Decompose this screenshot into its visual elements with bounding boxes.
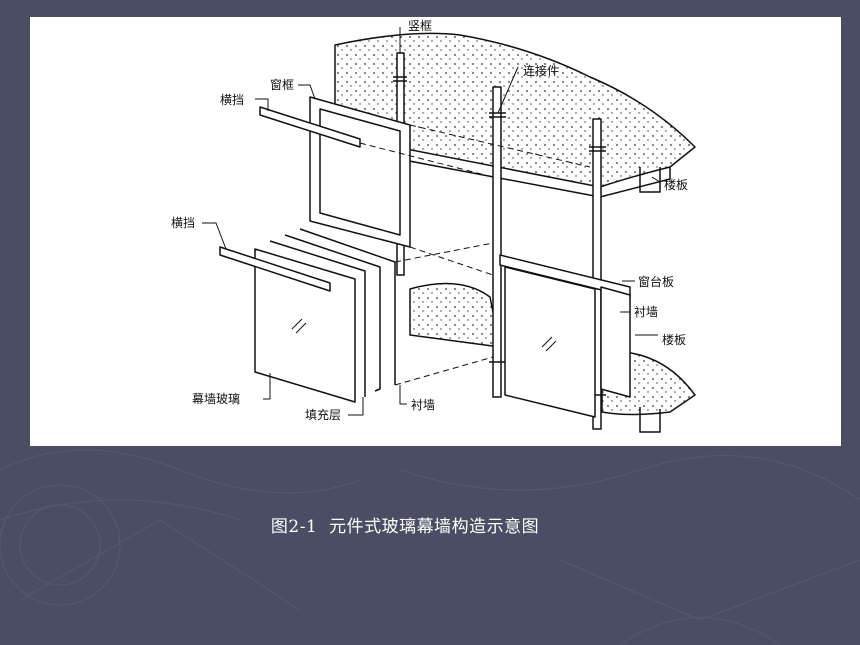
label-mullion: 竖框 [408,19,432,33]
lower-transom [219,246,331,292]
connector-mark [393,76,606,396]
infill-panels [254,228,396,403]
curtain-wall-diagram: 竖框 连接件 窗框 横挡 楼板 横挡 窗台板 衬墙 楼板 幕墙玻璃 填充层 衬墙 [171,19,696,433]
mullion-3 [592,118,602,430]
glass-reflection-mark [291,318,557,352]
label-floor-slab-bottom: 楼板 [662,332,686,347]
label-backing-wall-bottom: 衬墙 [411,398,435,412]
label-transom-top: 横挡 [220,93,244,107]
label-connector: 连接件 [523,63,559,78]
figure-panel: 竖框 连接件 窗框 横挡 楼板 横挡 窗台板 衬墙 楼板 幕墙玻璃 填充层 衬墙 [30,17,841,446]
label-transom-bottom: 横挡 [171,216,195,230]
caption-figure-number: 图2-1 [270,517,318,537]
label-curtain-glass: 幕墙玻璃 [192,392,240,406]
label-window-frame: 窗框 [270,78,294,92]
label-floor-slab-top: 楼板 [664,177,688,192]
leader-lines [202,27,661,416]
label-window-sill: 窗台板 [638,274,674,289]
figure-caption: 图2-1 元件式玻璃幕墙构造示意图 [0,512,810,537]
upper-transom [259,106,361,148]
window-sill-unit [499,254,631,418]
alignment-lines [359,124,591,386]
mullion-2 [492,86,502,398]
caption-title: 元件式玻璃幕墙构造示意图 [329,517,540,537]
label-infill-layer: 填充层 [305,407,341,422]
label-backing-wall-right: 衬墙 [634,305,658,319]
